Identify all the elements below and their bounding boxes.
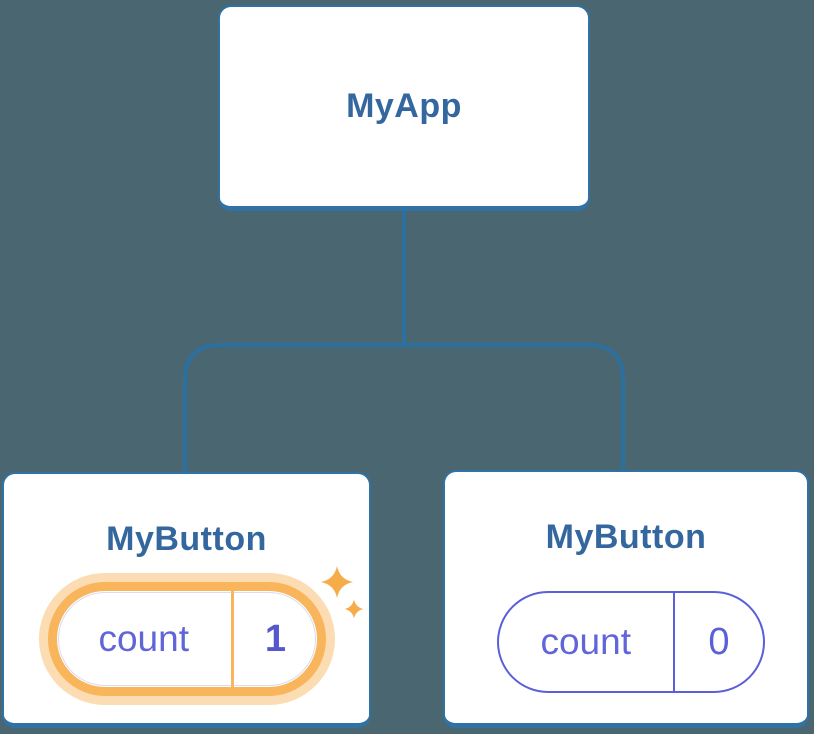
state-pill-divider <box>230 591 234 687</box>
sparkle-icon <box>321 566 364 619</box>
right-button-component-card: MyButton count 0 <box>443 470 809 728</box>
left-component-label: MyButton <box>106 520 267 558</box>
state-value: 1 <box>264 617 287 660</box>
right-component-label: MyButton <box>545 518 707 556</box>
root-component-label: MyApp <box>346 87 462 125</box>
branch-bracket-line <box>183 343 625 472</box>
state-key-label: count <box>98 618 189 659</box>
state-value: 0 <box>708 620 730 663</box>
state-key-label: count <box>540 621 631 662</box>
root-component-card: MyApp <box>218 5 590 211</box>
state-pill-divider <box>672 593 675 691</box>
sparkle-large-star <box>321 566 353 598</box>
state-pill: count 0 <box>497 591 765 693</box>
left-button-component-card: MyButton count 1 <box>2 472 371 728</box>
state-pill-highlighted: count 1 <box>48 582 326 696</box>
sparkle-small-star <box>344 599 364 619</box>
